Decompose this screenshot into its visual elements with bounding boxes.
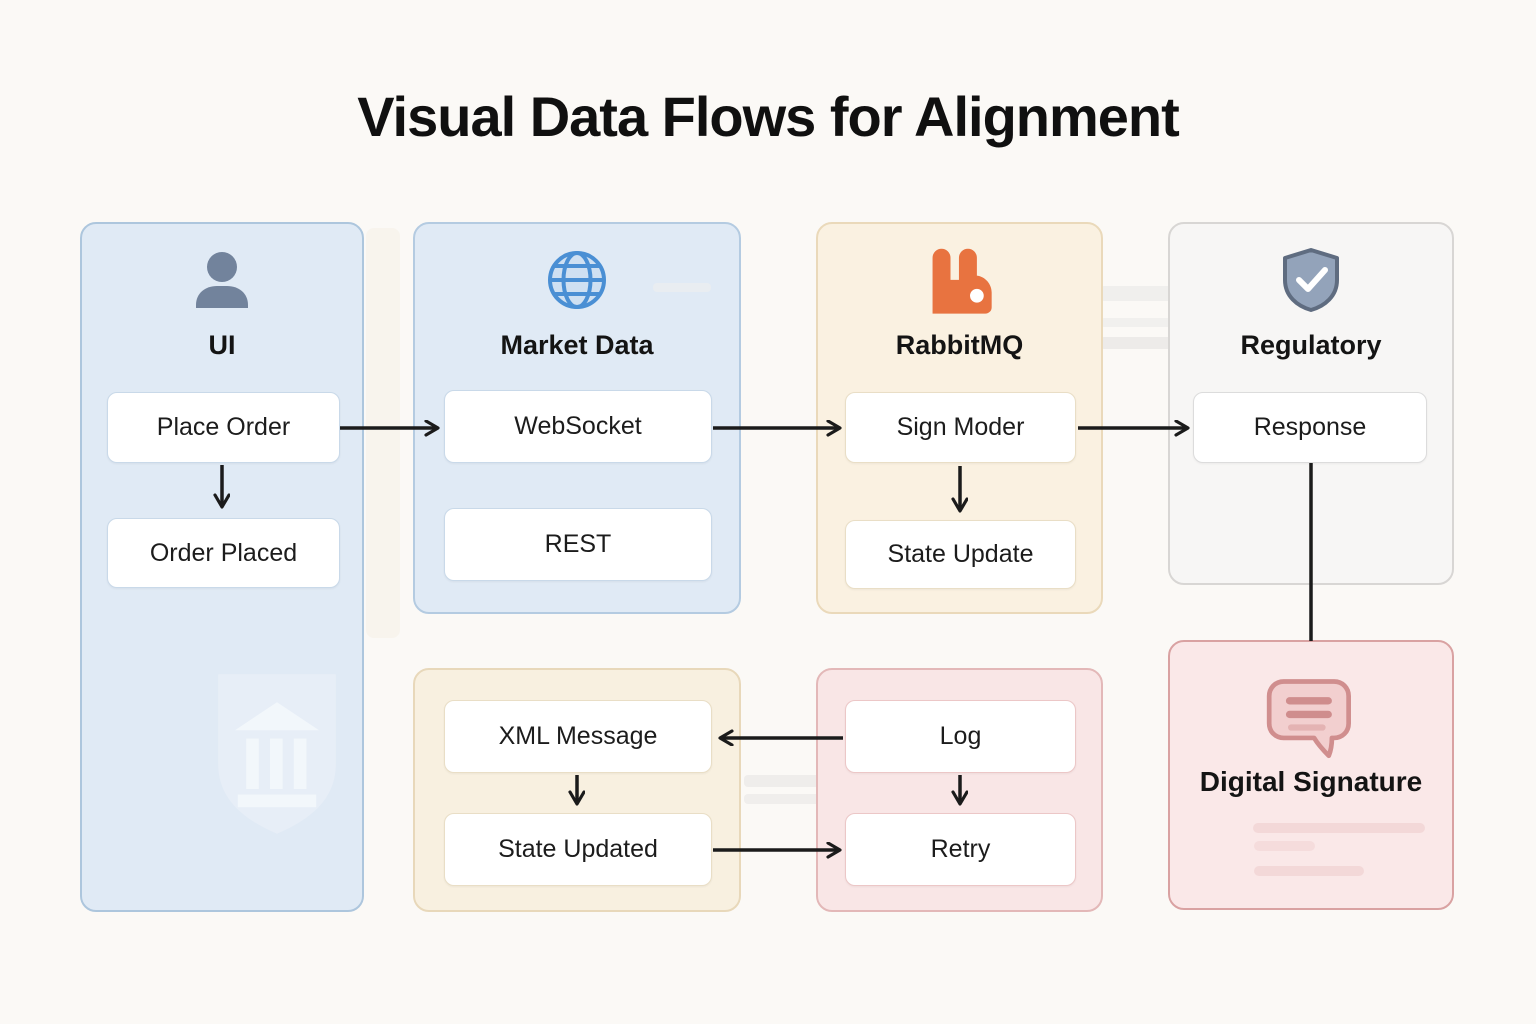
globe-icon [544, 247, 610, 318]
panel-rabbitmq-title: RabbitMQ [895, 330, 1024, 360]
node-rest: REST [444, 508, 712, 581]
skeleton-bar-decor [1254, 841, 1315, 851]
node-response: Response [1193, 392, 1427, 463]
shield-check-icon [1277, 246, 1345, 319]
panel-market-data-title: Market Data [500, 330, 654, 360]
node-log: Log [845, 700, 1076, 773]
skeleton-bar-decor [1253, 823, 1425, 833]
pill-decor [653, 283, 711, 292]
node-state-update: State Update [845, 520, 1076, 589]
panel-errors: Log Retry [816, 668, 1103, 912]
panel-regulatory-title: Regulatory [1240, 330, 1382, 360]
node-place-order: Place Order [107, 392, 340, 463]
skeleton-bar-decor [1254, 866, 1364, 876]
skeleton-bar-decor [1100, 318, 1212, 327]
node-websocket: WebSocket [444, 390, 712, 463]
panel-digital-signature-title: Digital Signature [1199, 766, 1423, 797]
panel-ui: UI Place Order Order Placed [80, 222, 364, 912]
skeleton-bar-decor [744, 794, 820, 804]
panel-market-data: Market Data WebSocket REST [413, 222, 741, 614]
node-order-placed: Order Placed [107, 518, 340, 588]
panel-rabbitmq: RabbitMQ Sign Moder State Update [816, 222, 1103, 614]
speech-bubble-icon [1265, 670, 1357, 767]
node-xml-message: XML Message [444, 700, 712, 773]
panel-processing: XML Message State Updated [413, 668, 741, 912]
panel-regulatory: Regulatory Response [1168, 222, 1454, 585]
user-icon [190, 250, 254, 319]
panel-digital-signature: Digital Signature [1168, 640, 1454, 910]
node-state-updated: State Updated [444, 813, 712, 886]
bank-shield-watermark-icon [207, 668, 347, 845]
node-sign-moder: Sign Moder [845, 392, 1076, 463]
rabbit-icon [922, 244, 998, 325]
page-title: Visual Data Flows for Alignment [357, 85, 1180, 148]
node-retry: Retry [845, 813, 1076, 886]
panel-ui-title: UI [208, 330, 236, 360]
background-strip-decor [366, 228, 400, 638]
